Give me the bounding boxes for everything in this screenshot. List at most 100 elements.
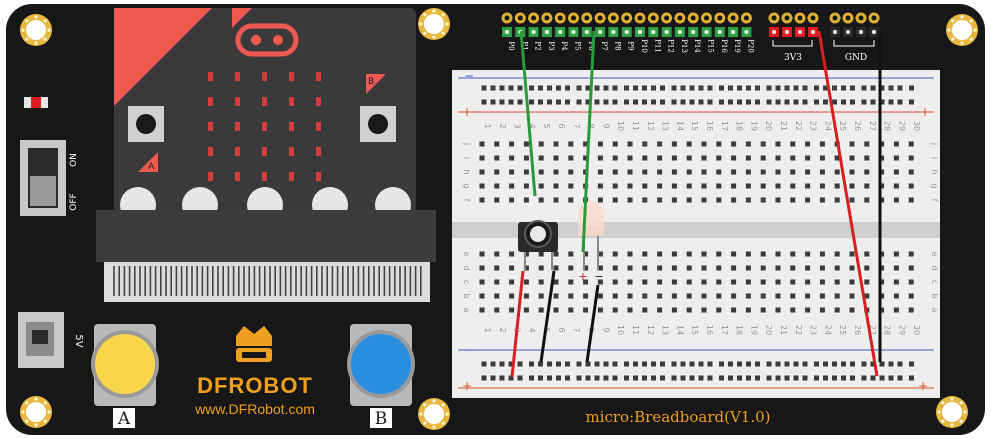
row-letter: e [462,252,471,257]
rail-hole [538,375,543,381]
terminal-hole [760,265,766,271]
power-switch[interactable] [20,140,66,216]
terminal-hole [893,251,899,257]
rail-hole [850,375,855,381]
terminal-hole [775,307,781,313]
terminal-hole [583,279,589,285]
column-number: 3 [513,123,522,128]
terminal-hole [671,293,677,299]
terminal-hole [509,293,515,299]
microbit-face-logo [235,23,299,57]
terminal-hole [509,183,515,189]
terminal-hole [819,169,825,175]
rail-hole [547,361,552,367]
terminal-hole [627,183,633,189]
matrix-led [235,147,240,156]
column-number: 19 [749,325,758,335]
terminal-hole [597,197,603,203]
button-b-label: B [375,409,388,429]
terminal-hole [568,169,574,175]
rail-hole [624,85,629,91]
rail-hole [793,361,799,367]
rail-hole [823,375,828,381]
terminal-hole [805,183,811,189]
terminal-hole [745,169,751,175]
rail-hole [517,361,523,367]
column-number: 22 [794,121,803,131]
terminal-hole [819,197,825,203]
rail-hole [576,99,582,105]
matrix-led [208,147,213,156]
column-number: 16 [705,121,714,131]
rail-hole [689,99,695,105]
wire-black-led [585,284,600,363]
terminal-hole [716,169,722,175]
terminal-hole [553,197,559,203]
button-b[interactable] [347,324,415,406]
terminal-hole [849,307,855,313]
rail-hole [499,375,505,381]
terminal-hole [760,169,766,175]
column-number: 26 [853,325,862,335]
rail-hole [565,85,570,91]
terminal-hole [775,183,781,189]
matrix-led [208,97,213,106]
terminal-hole [893,265,899,271]
row-letter: h [462,169,471,174]
terminal-hole [583,265,589,271]
rail-hole [879,99,885,105]
rail-hole [802,99,808,105]
terminal-hole [642,307,648,313]
terminal-hole [864,141,870,147]
rail-hole [490,361,496,367]
column-number: 4 [527,327,536,332]
terminal-hole [657,155,663,161]
column-number: 9 [601,123,610,128]
rail-hole [529,85,534,91]
terminal-hole [597,279,603,285]
rail-hole [689,85,695,91]
terminal-hole [553,141,559,147]
terminal-hole [879,155,885,161]
terminal-hole [509,141,515,147]
rail-hole [517,85,523,91]
terminal-hole [657,293,663,299]
terminal-hole [523,307,529,313]
rail-hole [565,99,570,105]
wires [510,30,882,378]
rail-hole [660,375,665,381]
column-number: 14 [675,121,684,131]
terminal-hole [775,141,781,147]
terminal-hole [760,141,766,147]
rail-hole [517,375,523,381]
rail-hole [766,85,772,91]
rail-hole [823,361,828,367]
terminal-hole [879,265,885,271]
terminal-hole [819,293,825,299]
column-number: 13 [661,121,670,131]
terminal-hole [775,155,781,161]
rail-hole [737,85,742,91]
terminal-hole [879,197,885,203]
rail-hole [698,361,704,367]
column-number: 22 [794,325,803,335]
column-number: 5 [542,123,551,128]
button-a[interactable] [91,324,159,406]
column-number: 13 [661,325,670,335]
terminal-hole [627,293,633,299]
row-letter: i [930,157,939,159]
terminal-hole [494,197,500,203]
rail-hole [832,99,837,105]
pin-label: P8 [613,41,621,50]
rail-hole [603,361,609,367]
terminal-hole [597,265,603,271]
terminal-hole [686,169,692,175]
column-number: 16 [705,325,714,335]
terminal-hole [509,307,515,313]
rail-hole [680,85,686,91]
rail-hole [775,361,781,367]
pin-header [501,12,880,37]
terminal-hole [893,307,899,313]
rail-hole [508,361,514,367]
rail-hole [565,361,570,367]
